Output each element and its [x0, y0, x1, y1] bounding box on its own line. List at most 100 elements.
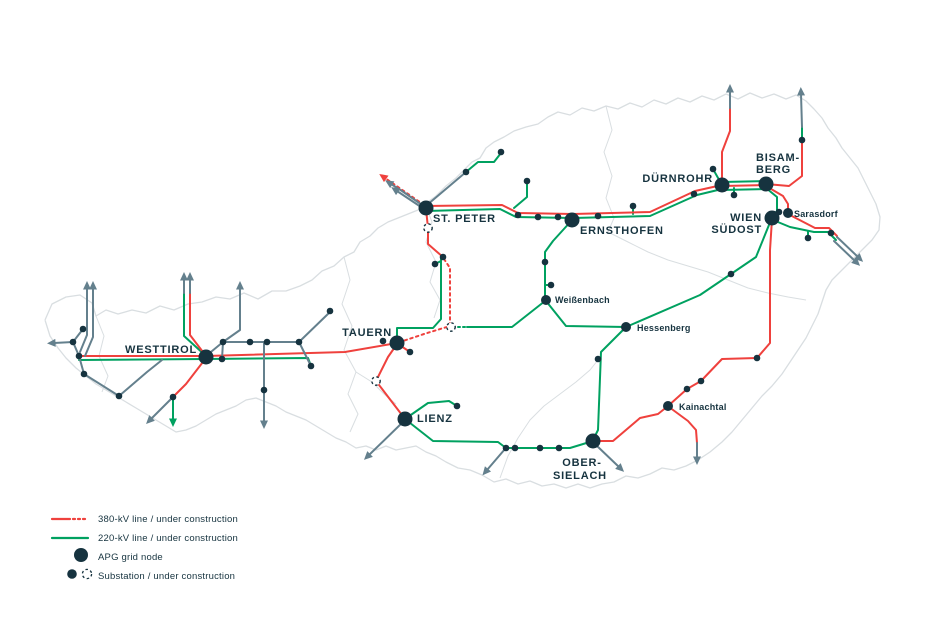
legend-grid-node-label: APG grid node: [98, 552, 163, 563]
apg-grid-node-obersielach: [585, 433, 601, 449]
southeast-arrow-b: [833, 240, 856, 262]
arrowhead: [186, 272, 194, 281]
label-obersielach-1: OBER-: [562, 457, 601, 469]
state-border: [95, 315, 109, 393]
west-corridor-red: [78, 342, 398, 357]
transmission-lines: [53, 90, 859, 471]
apg-grid-node-westtirol: [198, 349, 214, 365]
substation-under-construction: [371, 376, 381, 386]
arrowhead: [854, 253, 864, 262]
substation-node: [629, 202, 637, 210]
legend-grid-node-swatch: [74, 548, 88, 562]
label-lienz: LIENZ: [417, 413, 453, 425]
state-border: [603, 105, 615, 233]
west-corridor-green: [78, 357, 312, 367]
label-wien-suedost-1: WIEN: [730, 212, 762, 224]
legend-grid-node: APG grid node: [74, 548, 163, 563]
state-border: [341, 256, 359, 433]
apg-grid-node-lienz: [397, 411, 413, 427]
substation-node: [541, 258, 549, 266]
substation-node: [115, 392, 123, 400]
state-border: [499, 359, 599, 479]
apg-grid-node-bisamberg: [758, 176, 774, 192]
obersielach-se-arrow: [595, 444, 620, 468]
duernrohr-north-red: [721, 106, 731, 185]
label-st-peter: ST. PETER: [433, 213, 496, 225]
tirol-ne-branch-gray: [298, 311, 331, 343]
substation-under-construction: [446, 322, 456, 332]
substation-node: [497, 148, 505, 156]
substation-node: [594, 212, 602, 220]
legend-380kv: 380-kV line / under construction: [50, 514, 238, 525]
flow-arrows: [47, 84, 864, 476]
corridor-loop-stub-green: [513, 180, 528, 209]
stpeter-ernsthofen-red: [425, 204, 574, 215]
wiensuedost-south-red: [667, 218, 773, 407]
arrowhead: [47, 338, 56, 347]
substation-node: [169, 393, 177, 401]
label-duernrohr: DÜRNROHR: [642, 172, 713, 185]
substation-node: [406, 348, 414, 356]
legend-substation-label: Substation / under construction: [98, 571, 235, 582]
arrowhead: [797, 87, 806, 96]
obersielach-lienz-green: [404, 418, 594, 449]
tauern-north-green: [396, 258, 442, 343]
label-westtirol: WESTTIROL: [125, 344, 197, 356]
southnode-sw-arrow: [150, 396, 174, 420]
substation-node: [683, 385, 691, 393]
substation-node: [804, 234, 812, 242]
bisamberg-ncap: [800, 93, 803, 128]
legend-220kv-label: 220-kV line / under construction: [98, 533, 238, 544]
label-ernsthofen: ERNSTHOFEN: [580, 225, 664, 237]
substation-node: [462, 168, 470, 176]
substation-node: [80, 370, 88, 378]
tirol-north-arrow: [222, 287, 241, 343]
stpeter-tauern-uc-red: [399, 258, 451, 343]
hessenberg-obersielach-green: [592, 326, 627, 441]
grid-node-hessenberg: [621, 322, 631, 332]
substation-node: [534, 213, 542, 221]
austria-outline: [44, 92, 881, 489]
substation-node: [453, 402, 461, 410]
weissenbach-hessenberg-green: [545, 300, 627, 328]
stpeter-ne-gray: [426, 171, 467, 206]
bisamberg-ne-red: [765, 140, 803, 187]
lienz-sw-arrow: [368, 419, 406, 456]
substation-node: [295, 338, 303, 346]
legend-substation-uc-swatch: [81, 568, 93, 580]
substation-node: [753, 354, 761, 362]
label-hessenberg: Hessenberg: [637, 323, 691, 333]
substation-node: [219, 338, 227, 346]
substation-node: [69, 338, 77, 346]
arrowhead: [83, 281, 91, 290]
grid-node-kainachtal: [663, 401, 673, 411]
apg-grid-node-tauern: [389, 335, 405, 351]
substation-node: [263, 338, 271, 346]
cluster-up-a: [79, 287, 88, 353]
arrowhead: [391, 187, 401, 196]
arrowhead: [169, 418, 177, 427]
substation-node: [709, 165, 717, 173]
duernrohr-bisamberg-green-b: [721, 188, 767, 191]
substation-node: [730, 191, 738, 199]
substation-node: [511, 444, 519, 452]
substation-node: [798, 136, 806, 144]
grid-node-sarasdorf: [783, 208, 793, 218]
tirol-se-branch-gray: [298, 341, 312, 367]
substation-node: [727, 270, 735, 278]
tauern-lienz-red: [375, 343, 406, 420]
arrowhead: [180, 272, 188, 281]
southeast-arrow-a: [836, 236, 859, 258]
arrowhead: [693, 456, 701, 465]
substation-node: [218, 355, 226, 363]
westtirol-north-green: [183, 291, 207, 357]
stpeter-south-red: [425, 208, 444, 258]
legend-substation-swatch: [67, 569, 77, 579]
substation-node: [75, 352, 83, 360]
apg-grid-node-ernsthofen: [564, 212, 580, 228]
arrowhead: [260, 420, 268, 429]
cluster-link-d: [83, 373, 120, 397]
label-bisamberg-1: BISAM-: [756, 152, 800, 164]
apg-grid-node-wien-suedost: [764, 210, 780, 226]
